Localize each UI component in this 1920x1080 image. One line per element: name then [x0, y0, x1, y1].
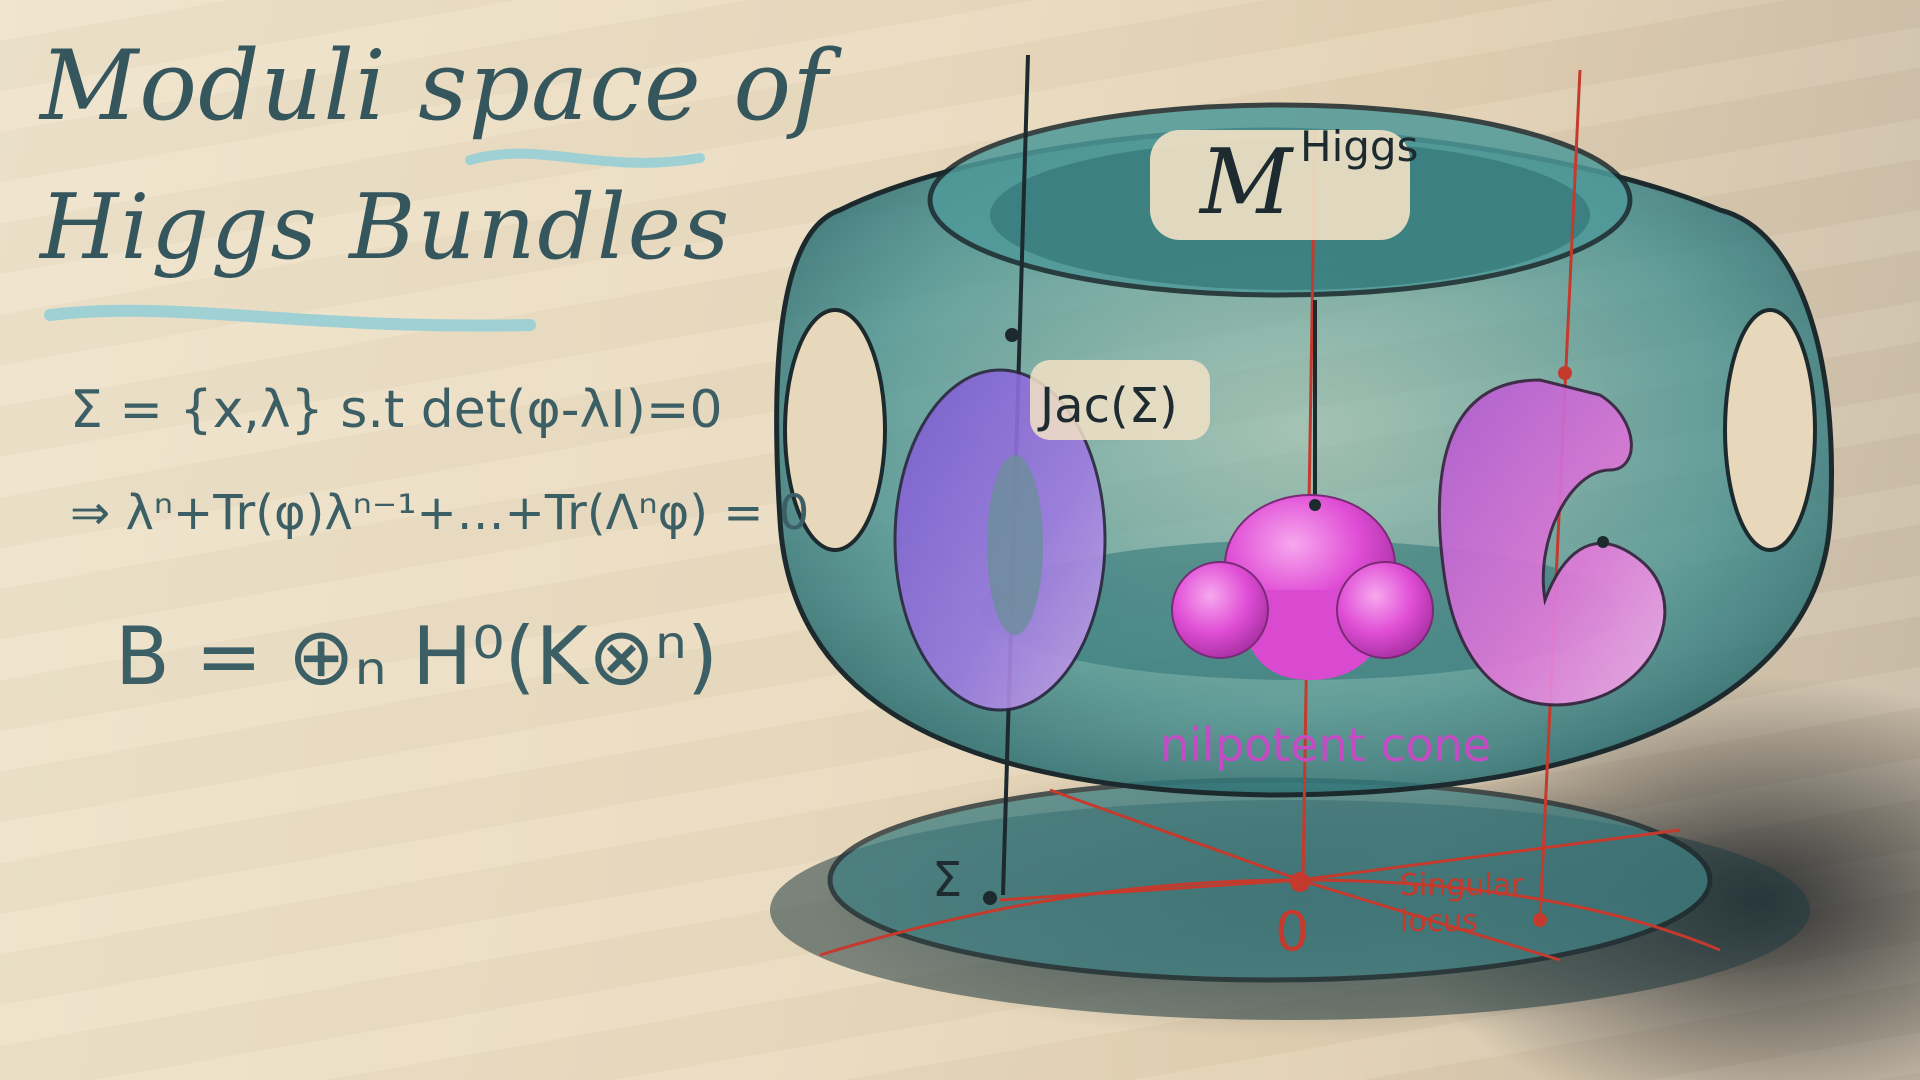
label-jacobian: Jac(Σ) — [1040, 378, 1178, 434]
label-curve-point: Σ — [932, 852, 963, 908]
title-line-2: Higgs Bundles — [40, 175, 732, 280]
title-swash-2 — [44, 304, 536, 332]
nilpotent-sphere-right — [1336, 561, 1434, 659]
nilpotent-cone-vertex — [1309, 499, 1321, 511]
equation-characteristic-polynomial: ⇒ λⁿ+Tr(φ)λⁿ⁻¹+…+Tr(Λⁿφ) = 0 — [70, 485, 810, 541]
torus-hole-right — [1723, 308, 1817, 552]
singular-fiber-torus — [1437, 378, 1667, 707]
label-moduli-superscript: Higgs — [1300, 122, 1419, 171]
origin-marker — [1290, 872, 1310, 892]
fiber-point-right — [1558, 366, 1572, 380]
equation-hitchin-base: B = ⊕ₙ H⁰(K⊗ⁿ) — [115, 610, 719, 703]
torus-hole-left — [783, 308, 887, 552]
label-origin: 0 — [1275, 900, 1310, 963]
label-nilpotent-cone: nilpotent cone — [1160, 718, 1492, 772]
jacobian-torus-hole — [987, 455, 1043, 635]
fiber-point-left — [1005, 328, 1019, 342]
equation-spectral-curve: Σ = {x,λ} s.t det(φ-λI)=0 — [70, 380, 723, 440]
title-line-1: Moduli space of — [40, 30, 829, 142]
curve-point-marker — [983, 891, 997, 905]
pinch-point — [1597, 536, 1609, 548]
label-moduli-symbol: M — [1200, 130, 1293, 235]
label-highlight-jac — [1030, 360, 1210, 440]
label-highlight-mhiggs — [1150, 130, 1410, 240]
nilpotent-sphere-left — [1171, 561, 1269, 659]
title-swash-1 — [465, 148, 705, 168]
singular-point-marker — [1533, 913, 1547, 927]
label-singular-locus: Singular locus — [1400, 868, 1524, 939]
